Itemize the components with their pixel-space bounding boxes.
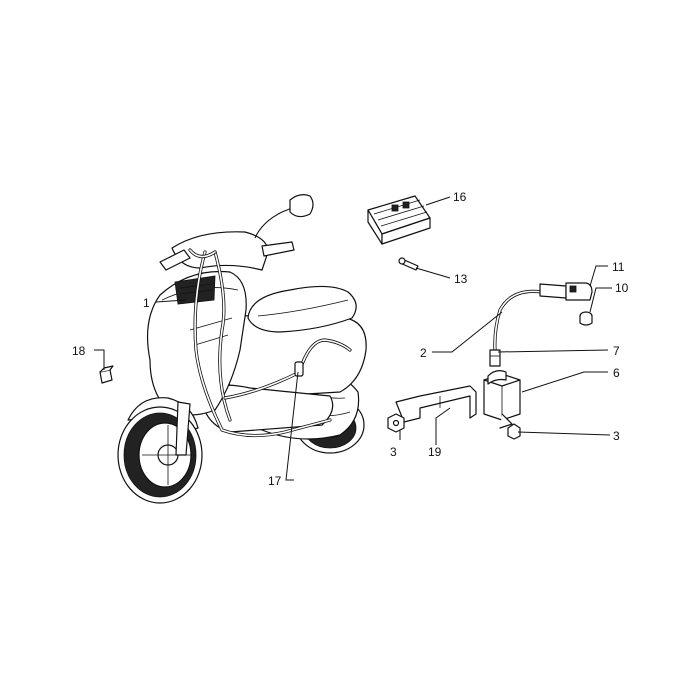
callout-labels: 1 2 3 3 6 7 10 11 13 16 17 18 19 bbox=[72, 190, 629, 488]
scooter-drawing bbox=[117, 194, 367, 504]
front-wheel bbox=[117, 406, 203, 504]
harness-connector bbox=[294, 361, 304, 377]
part-10-nut bbox=[579, 311, 593, 326]
part-13-screw bbox=[398, 257, 419, 271]
callout-2: 2 bbox=[420, 346, 427, 360]
leader-lines bbox=[94, 196, 612, 481]
callout-6: 6 bbox=[613, 366, 620, 380]
handlebar-cover bbox=[171, 231, 269, 271]
callout-11: 11 bbox=[612, 260, 625, 274]
part-18-relay bbox=[99, 365, 114, 384]
part-3-nut-left bbox=[387, 413, 405, 433]
front-grille bbox=[174, 275, 216, 305]
part-7-connector bbox=[489, 349, 501, 367]
part-19-bracket bbox=[395, 385, 477, 423]
callout-10: 10 bbox=[615, 281, 629, 295]
part-16-regulator bbox=[367, 195, 431, 245]
callout-19: 19 bbox=[428, 445, 442, 459]
callout-18: 18 bbox=[72, 344, 86, 358]
callout-3-right: 3 bbox=[613, 429, 620, 443]
callout-17: 17 bbox=[268, 474, 282, 488]
mirror bbox=[254, 194, 314, 239]
part-2-ht-cable bbox=[493, 289, 544, 352]
seat bbox=[247, 285, 357, 333]
wiring-harness bbox=[188, 248, 352, 438]
callout-13: 13 bbox=[454, 272, 468, 286]
part-6-ignition-coil bbox=[483, 370, 521, 429]
part-11-plug-cap bbox=[539, 282, 593, 301]
callout-7: 7 bbox=[613, 344, 620, 358]
callout-1: 1 bbox=[143, 296, 150, 310]
callout-3-left: 3 bbox=[390, 445, 397, 459]
callout-16: 16 bbox=[453, 190, 467, 204]
part-3-nut-right bbox=[507, 423, 521, 440]
